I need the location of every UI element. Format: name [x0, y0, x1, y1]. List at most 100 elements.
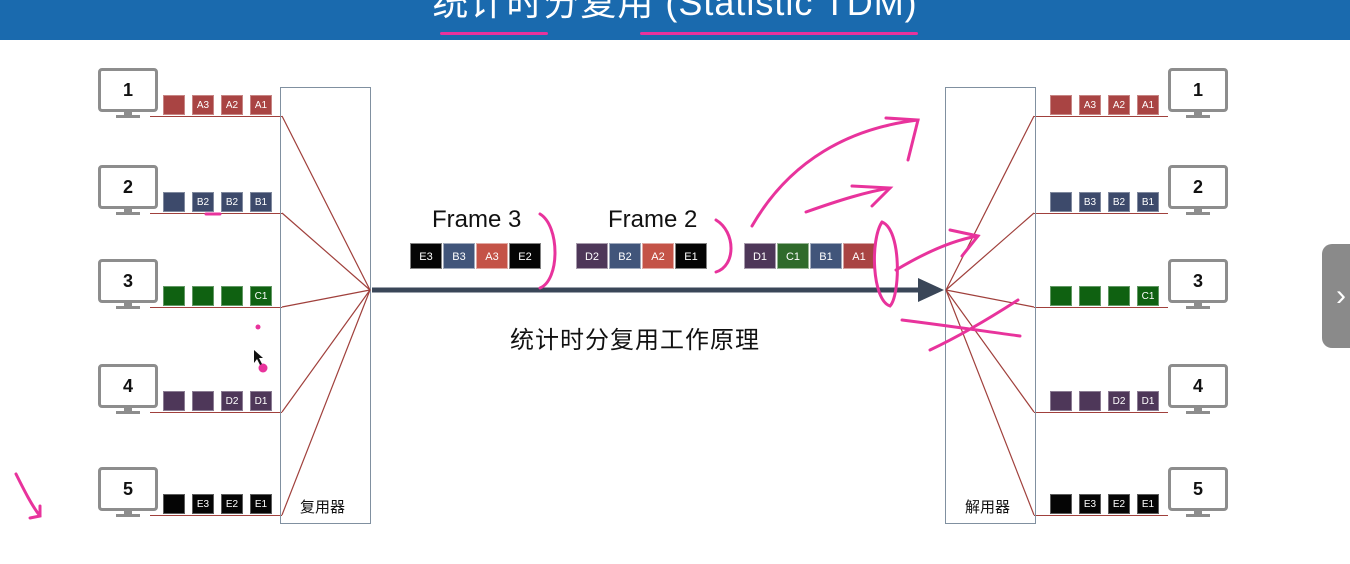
sender-station-1-link	[150, 116, 282, 117]
station-number: 3	[98, 259, 158, 303]
sender-station-3-data-block	[192, 286, 214, 306]
station-number: 2	[1168, 165, 1228, 209]
annotation-arrowhead	[850, 184, 894, 208]
annotation-arrowhead	[884, 116, 920, 162]
station-number: 3	[1168, 259, 1228, 303]
receiver-station-4-link	[1034, 412, 1168, 413]
sender-station-2-data-block: B1	[250, 192, 272, 212]
multiplexer-fan-line	[281, 289, 371, 516]
title-highlight-mark	[440, 32, 548, 35]
frame-2-label: Frame 2	[608, 206, 698, 233]
frame-3-label: Frame 3	[432, 206, 522, 233]
receiver-station-3-data-block	[1108, 286, 1130, 306]
sender-station-3-monitor-icon: 3	[98, 259, 158, 309]
demultiplexer-fan-line	[945, 289, 1035, 308]
receiver-station-5-data-block: E1	[1137, 494, 1159, 514]
receiver-station-3-data-block	[1050, 286, 1072, 306]
sender-station-4-data-block: D2	[221, 391, 243, 411]
slide-title: 统计时分复用 (Statistic TDM)	[432, 0, 918, 23]
receiver-station-3-data-block: C1	[1137, 286, 1159, 306]
frame-slot-block: D1	[744, 243, 776, 269]
annotation-arrow	[14, 472, 42, 520]
receiver-station-1-data-block: A3	[1079, 95, 1101, 115]
receiver-station-5-data-block: E2	[1108, 494, 1130, 514]
receiver-station-5-monitor-icon: 5	[1168, 467, 1228, 517]
sender-station-5-data-block	[163, 494, 185, 514]
sender-station-3-data-block	[163, 286, 185, 306]
sender-station-4-data-block: D1	[250, 391, 272, 411]
sender-station-3-link	[150, 307, 282, 308]
receiver-station-4-data-block: D1	[1137, 391, 1159, 411]
title-highlight-mark	[640, 32, 918, 35]
arrow-head	[918, 278, 944, 302]
receiver-station-2-data-block: B3	[1079, 192, 1101, 212]
sender-station-4-monitor-icon: 4	[98, 364, 158, 414]
sender-station-2-data-block	[163, 192, 185, 212]
receiver-station-3-data-block	[1079, 286, 1101, 306]
frame-slot-block: B2	[609, 243, 641, 269]
frame-slot-block: B1	[810, 243, 842, 269]
sender-station-4-data-block	[163, 391, 185, 411]
sender-station-4-link	[150, 412, 282, 413]
annotation-arrow	[900, 318, 1022, 338]
frame-slot-block: A3	[476, 243, 508, 269]
frame-slot-block: E3	[410, 243, 442, 269]
chevron-right-icon: ›	[1336, 279, 1346, 312]
multiplexer-box	[280, 87, 371, 524]
receiver-station-1-monitor-icon: 1	[1168, 68, 1228, 118]
station-number: 4	[1168, 364, 1228, 408]
transmission-arrow	[372, 278, 944, 302]
receiver-station-1-data-block: A2	[1108, 95, 1130, 115]
receiver-station-5-data-block	[1050, 494, 1072, 514]
demultiplexer-label: 解用器	[965, 499, 1011, 516]
receiver-station-5-data-block: E3	[1079, 494, 1101, 514]
annotation-dot	[255, 324, 261, 330]
annotation-loop	[873, 220, 899, 308]
sender-station-3-data-block	[221, 286, 243, 306]
receiver-station-4-monitor-icon: 4	[1168, 364, 1228, 414]
frame-slot-block: E2	[509, 243, 541, 269]
station-number: 2	[98, 165, 158, 209]
sender-station-2-monitor-icon: 2	[98, 165, 158, 215]
station-number: 1	[1168, 68, 1228, 112]
sender-station-1-monitor-icon: 1	[98, 68, 158, 118]
annotation-arrow	[804, 186, 892, 214]
annotation-dot	[258, 363, 268, 373]
receiver-station-3-monitor-icon: 3	[1168, 259, 1228, 309]
annotation-arrow	[928, 298, 1020, 352]
station-number: 5	[98, 467, 158, 511]
receiver-station-2-data-block: B1	[1137, 192, 1159, 212]
receiver-station-4-data-block	[1050, 391, 1072, 411]
side-panel-toggle-button[interactable]: ›	[1322, 244, 1350, 348]
annotation-arrow	[894, 234, 980, 272]
sender-station-5-link	[150, 515, 282, 516]
frame-slot-block: D2	[576, 243, 608, 269]
multiplexer-fan-line	[281, 115, 371, 291]
receiver-station-2-link	[1034, 213, 1168, 214]
demultiplexer-fan-line	[945, 289, 1035, 516]
sender-station-4-data-block	[192, 391, 214, 411]
sender-station-3-data-block: C1	[250, 286, 272, 306]
sender-station-5-data-block: E3	[192, 494, 214, 514]
demultiplexer-box	[945, 87, 1036, 524]
demultiplexer-fan-line	[945, 212, 1035, 291]
multiplexer-fan-line	[281, 289, 371, 308]
annotation-arrowhead	[948, 228, 981, 258]
title-bar: 统计时分复用 (Statistic TDM)	[0, 0, 1350, 40]
annotation-bracket	[538, 212, 557, 290]
receiver-station-1-data-block	[1050, 95, 1072, 115]
multiplexer-label: 复用器	[300, 499, 346, 516]
multiplexer-fan-line	[281, 212, 371, 291]
receiver-station-2-data-block	[1050, 192, 1072, 212]
sender-station-1-data-block: A2	[221, 95, 243, 115]
receiver-station-4-data-block	[1079, 391, 1101, 411]
receiver-station-2-monitor-icon: 2	[1168, 165, 1228, 215]
multiplexer-fan-lines	[281, 115, 371, 516]
annotation-arrow	[750, 118, 920, 228]
demultiplexer-fan-line	[945, 289, 1035, 413]
frame-slot-block: E1	[675, 243, 707, 269]
frame-slot-block: C1	[777, 243, 809, 269]
station-number: 4	[98, 364, 158, 408]
sender-station-1-data-block: A1	[250, 95, 272, 115]
